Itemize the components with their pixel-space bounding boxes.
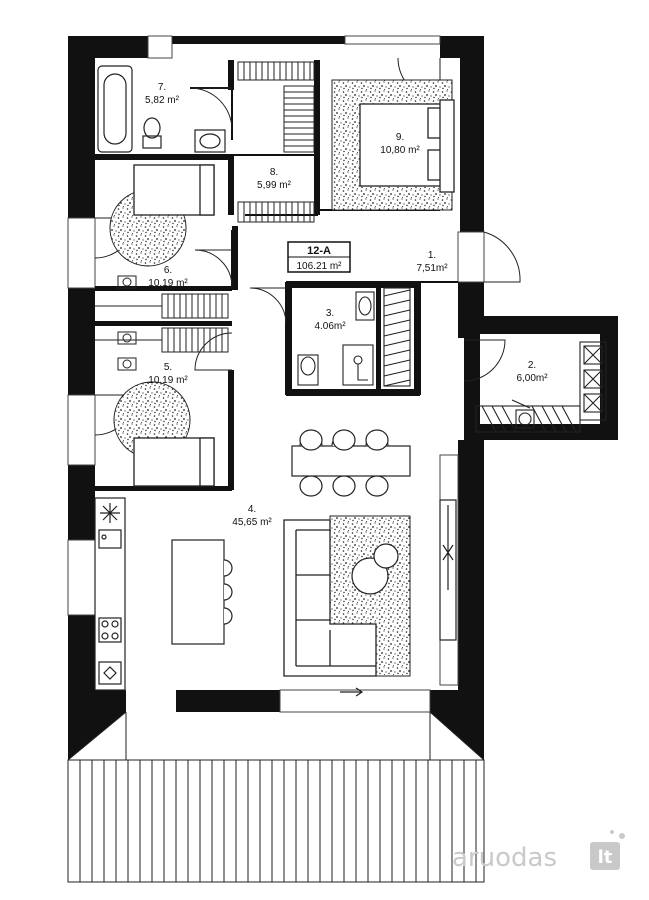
sofa-icon bbox=[283, 519, 377, 677]
room-3-area: 4.06m² bbox=[314, 321, 346, 332]
unit-label: 12-A 106.21 m² bbox=[287, 241, 351, 273]
kitchen-island-icon bbox=[171, 539, 233, 645]
bed-icon-room-5 bbox=[133, 437, 215, 487]
unit-code: 12-A bbox=[307, 245, 331, 257]
toilet-icon bbox=[142, 117, 162, 149]
room-5-area: 10,19 m² bbox=[148, 375, 188, 386]
unit-total-area: 106.21 m² bbox=[296, 261, 342, 272]
windows bbox=[67, 35, 485, 713]
room-8-area: 5,99 m² bbox=[257, 180, 292, 191]
room-6-area: 10,19 m² bbox=[148, 278, 188, 289]
kitchen-counter bbox=[94, 497, 126, 691]
wardrobe-hatch-bedrooms bbox=[95, 293, 229, 353]
bathtub-icon bbox=[97, 65, 133, 153]
bed-icon-room-9 bbox=[359, 99, 455, 193]
interior-wall-solids bbox=[95, 60, 420, 491]
room-9-number: 9. bbox=[396, 132, 404, 143]
sink-icon bbox=[194, 129, 226, 153]
room-9-area: 10,80 m² bbox=[380, 145, 420, 156]
room-4-number: 4. bbox=[248, 504, 256, 515]
room-4-area: 45,65 m² bbox=[232, 517, 272, 528]
tv-unit-icon bbox=[439, 499, 457, 641]
room-6-number: 6. bbox=[164, 265, 172, 276]
room-2-area: 6,00m² bbox=[516, 373, 548, 384]
room-labels: 1. 7,51m² 2. 6,00m² 3. 4.06m² 4. 45,65 m… bbox=[145, 82, 548, 528]
dining-table-icon bbox=[291, 429, 411, 497]
nightstand-icon bbox=[117, 275, 137, 371]
bathroom-fixtures-room-3 bbox=[297, 287, 411, 387]
room-7-area: 5,82 m² bbox=[145, 95, 180, 106]
terrace bbox=[67, 711, 485, 883]
room-3-number: 3. bbox=[326, 308, 334, 319]
wardrobe-hatch bbox=[237, 61, 315, 223]
coffee-table-icon bbox=[351, 543, 399, 595]
room-8-number: 8. bbox=[270, 167, 278, 178]
room-1-area: 7,51m² bbox=[416, 263, 448, 274]
room-1-number: 1. bbox=[428, 250, 436, 261]
room-5-number: 5. bbox=[164, 362, 172, 373]
storage-fixtures-room-2 bbox=[475, 341, 607, 433]
bed-icon-room-6 bbox=[133, 164, 215, 216]
room-7-number: 7. bbox=[158, 82, 166, 93]
watermark: aruodas lt bbox=[452, 830, 625, 873]
watermark-suffix: lt bbox=[598, 847, 613, 868]
watermark-text: aruodas bbox=[452, 843, 557, 873]
sliding-door-arrow-icon bbox=[340, 687, 364, 697]
room-2-number: 2. bbox=[528, 360, 536, 371]
